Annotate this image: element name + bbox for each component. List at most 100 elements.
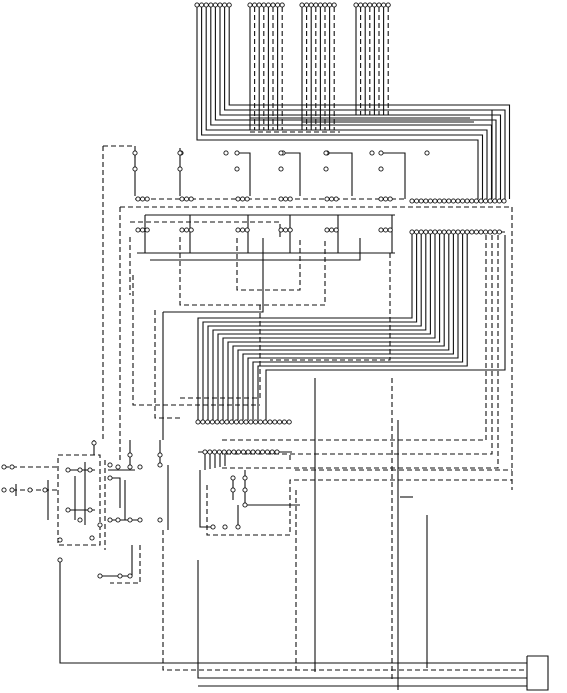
terminal [265,2,271,8]
terminal [414,229,420,235]
terminal [492,198,498,204]
dashed-wire [222,235,493,455]
terminal [362,2,368,8]
terminal [423,229,429,235]
terminal [252,2,258,8]
terminal [57,557,63,563]
terminal [387,196,393,202]
wire [197,232,413,420]
terminal [231,449,237,455]
terminal [235,196,241,202]
wire [197,560,527,679]
terminal [238,419,244,425]
terminal [144,227,150,233]
terminal [324,227,330,233]
terminal [270,2,276,8]
terminal [27,487,33,493]
terminal [464,198,470,204]
terminal [199,2,205,8]
terminal [441,229,447,235]
terminal [179,196,185,202]
wire [210,7,493,199]
dashed-wire [154,310,180,419]
dashed-wire [180,305,261,399]
terminal [91,440,97,446]
terminal [144,196,150,202]
terminal [184,227,190,233]
terminal [432,229,438,235]
terminal [446,198,452,204]
terminal [327,2,333,8]
terminal [278,166,284,172]
terminal [65,467,71,473]
terminal [214,419,220,425]
terminal [157,462,163,468]
terminal [308,2,314,8]
terminal [157,517,163,523]
terminal [260,449,266,455]
terminal [287,227,293,233]
terminal [137,517,143,523]
terminal [262,419,268,425]
terminal [329,227,335,233]
terminal [207,449,213,455]
terminal [455,198,461,204]
terminal [387,227,393,233]
terminal [202,449,208,455]
wire [205,7,488,199]
wire [281,152,301,196]
terminal [427,229,433,235]
terminal [117,573,123,579]
terminal [423,198,429,204]
terminal [329,196,335,202]
terminal [322,2,328,8]
wire [207,232,422,420]
terminal [65,507,71,513]
terminal [333,196,339,202]
wire [222,232,436,420]
terminal [234,150,240,156]
dashed-wire [130,221,281,237]
terminal [358,2,364,8]
terminal [244,227,250,233]
dashed-wire [162,530,527,671]
wire [242,232,454,420]
terminal [261,2,267,8]
dashed-wire [57,454,101,546]
terminal [496,198,502,204]
terminal [1,487,7,493]
terminal [230,487,236,493]
terminal [323,166,329,172]
wire [356,109,493,199]
terminal [441,198,447,204]
terminal [283,196,289,202]
dashed-wire [179,237,326,306]
terminal [376,2,382,8]
terminal [140,196,146,202]
terminal [255,449,261,455]
terminal [437,229,443,235]
terminal [256,2,262,8]
terminal [135,196,141,202]
wire [199,470,213,528]
terminal [205,419,211,425]
dashed-wire [103,145,136,158]
terminal [195,419,201,425]
terminal [264,449,270,455]
terminal [369,150,375,156]
wire [252,232,464,420]
terminal [253,419,259,425]
terminal [409,229,415,235]
terminal [87,467,93,473]
wire [526,655,549,691]
terminal [236,449,242,455]
terminal [478,198,484,204]
terminal [281,419,287,425]
terminal [223,150,229,156]
wire [247,232,459,420]
terminal [140,227,146,233]
terminal [331,2,337,8]
terminal [460,198,466,204]
terminal [57,537,63,543]
terminal [127,517,133,523]
